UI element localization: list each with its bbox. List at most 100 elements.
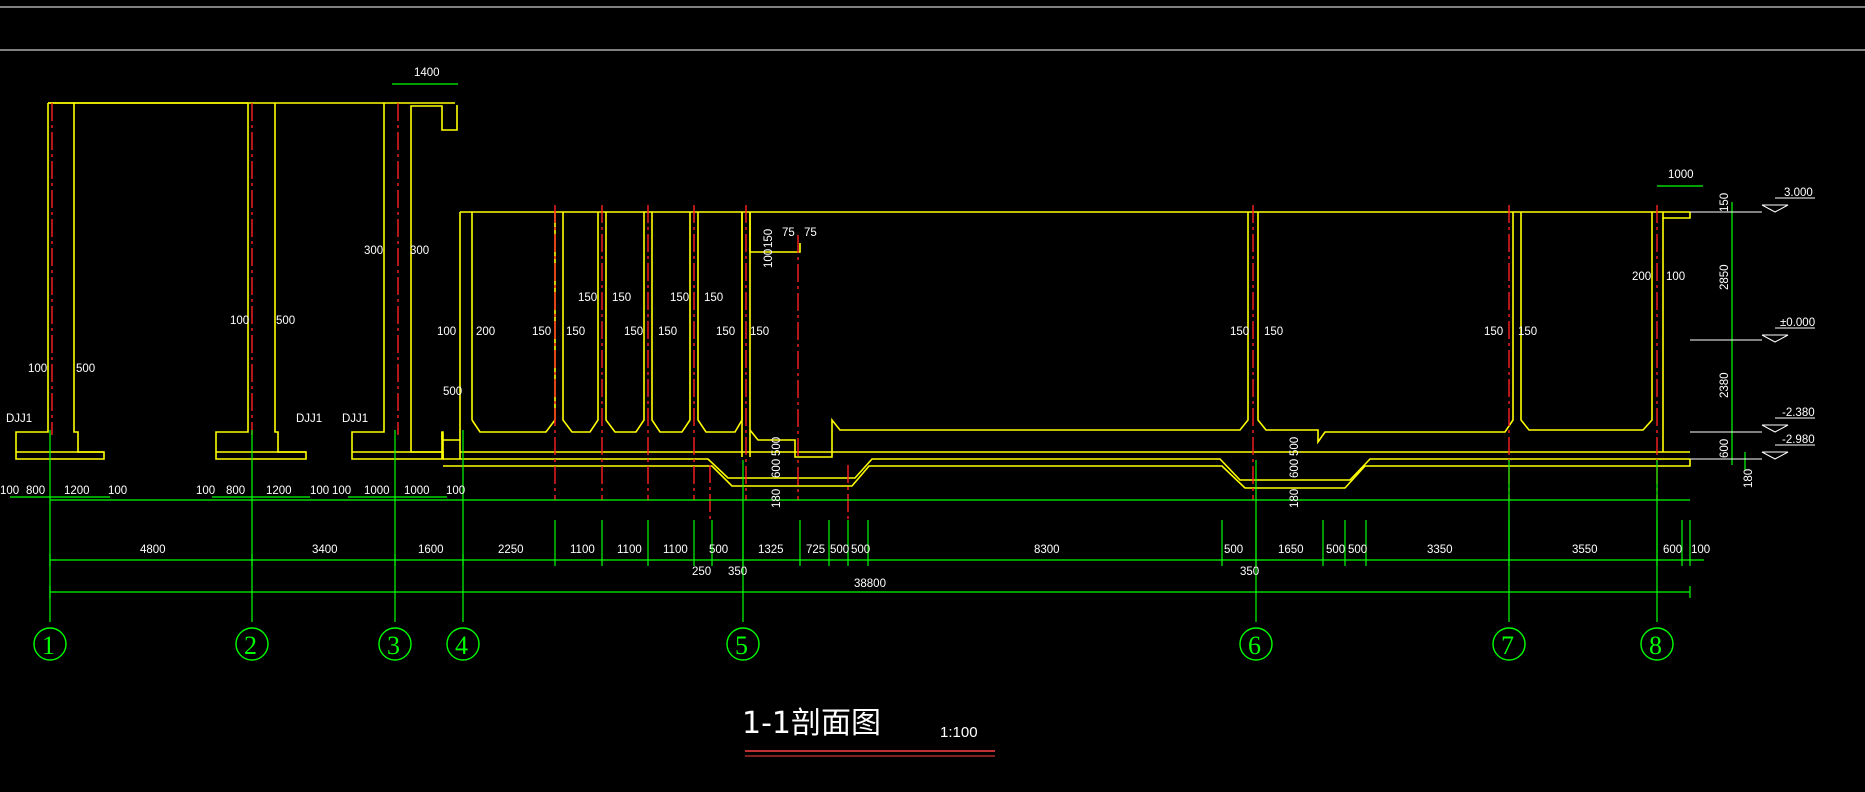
axis-label-3: 3 — [387, 631, 400, 660]
wall-dim-22: 150 — [1518, 326, 1537, 338]
dim-row-5: 1325 — [758, 544, 784, 556]
elevation-1: ±0.000 — [1780, 317, 1815, 329]
wall-dim-20: 150 — [1264, 326, 1283, 338]
footing-dim-2: 1200 — [64, 485, 90, 497]
wall-dim-2: 100 — [230, 315, 249, 327]
dim-row-2: 1100 — [617, 544, 642, 556]
wall-dim-16: 150 — [704, 292, 723, 304]
dim-row-16: 600 — [1663, 544, 1682, 556]
axis-label-2: 2 — [244, 631, 257, 660]
wall-dim-6: 500 — [443, 386, 462, 398]
dim-row-4: 500 — [709, 544, 728, 556]
wall-dim-0: 100 — [28, 363, 47, 375]
axis-label-4: 4 — [455, 631, 468, 660]
wall-dim-26: 75 — [804, 227, 817, 239]
dim-row-12: 500 — [1326, 544, 1345, 556]
footing-dim-3: 100 — [108, 485, 127, 497]
dim-overall: 38800 — [854, 578, 886, 590]
footing-dim-6: 1200 — [266, 485, 292, 497]
wall-dim-4: 300 — [364, 245, 383, 257]
axis-label-6: 6 — [1248, 631, 1261, 660]
wall-dim-28: 150 — [763, 229, 775, 248]
vdim-2: 2380 — [1719, 372, 1731, 398]
wall-dim-11: 150 — [578, 292, 597, 304]
axis-label-1: 1 — [42, 631, 55, 660]
dim-axis-1-2: 4800 — [140, 544, 166, 556]
dim-row-7: 500 — [830, 544, 849, 556]
wall-dim-24: 100 — [1666, 271, 1685, 283]
elevation-2: -2.380 — [1782, 407, 1815, 419]
dim-row-13: 500 — [1348, 544, 1367, 556]
top-dim-1000: 1000 — [1668, 169, 1694, 181]
wall-dim-19: 150 — [1230, 326, 1249, 338]
wall-dim-32: 500 — [1289, 437, 1301, 456]
footing-label-3: DJJ1 — [342, 413, 368, 425]
elevation-3: -2.980 — [1782, 434, 1815, 446]
dim-sub-2: 350 — [1240, 566, 1259, 578]
wall-dim-13: 150 — [624, 326, 643, 338]
footing-label-2: DJJ1 — [296, 413, 322, 425]
dim-row-15: 3550 — [1572, 544, 1598, 556]
wall-dim-18: 150 — [750, 326, 769, 338]
footing-dim-5: 800 — [226, 485, 245, 497]
wall-dim-3: 500 — [276, 315, 295, 327]
wall-dim-5: 300 — [410, 245, 429, 257]
wall-dim-14: 150 — [658, 326, 677, 338]
axis-label-8: 8 — [1649, 631, 1662, 660]
footing-dim-11: 100 — [446, 485, 465, 497]
vdim-3: 600 — [1719, 439, 1731, 458]
wall-dim-30: 500 — [771, 437, 783, 456]
axis-bubbles — [33, 627, 1674, 661]
top-dim-1400: 1400 — [414, 67, 440, 79]
wall-dim-8: 200 — [476, 326, 495, 338]
footing-dim-1: 800 — [26, 485, 45, 497]
footing-dim-4: 100 — [196, 485, 215, 497]
footing-label-1: DJJ1 — [6, 413, 32, 425]
dim-axis-2-3: 3400 — [312, 544, 338, 556]
dim-row-17: 100 — [1691, 544, 1710, 556]
dim-row-9: 8300 — [1034, 544, 1060, 556]
footing-dim-9: 1000 — [364, 485, 390, 497]
center-lines — [51, 103, 1658, 520]
dim-sub-1: 350 — [728, 566, 747, 578]
drawing-scale: 1:100 — [940, 724, 978, 741]
wall-dim-27: 100 — [763, 249, 775, 268]
dim-row-11: 1650 — [1278, 544, 1304, 556]
wall-dim-31: 600 — [1289, 459, 1301, 478]
dim-row-0: 2250 — [498, 544, 524, 556]
dim-row-1: 1100 — [570, 544, 595, 556]
vdim-1: 2850 — [1719, 264, 1731, 290]
wall-dim-1: 500 — [76, 363, 95, 375]
dim-axis-3-4: 1600 — [418, 544, 444, 556]
vertical-wall-dims: 100 150 600 500 600 500 180 180 — [763, 229, 1301, 508]
wall-dim-12: 150 — [612, 292, 631, 304]
wall-dim-17: 150 — [716, 326, 735, 338]
structure-outline — [15, 102, 1691, 489]
wall-dim-25: 75 — [782, 227, 795, 239]
wall-dim-7: 100 — [437, 326, 456, 338]
footing-dim-8: 100 — [332, 485, 351, 497]
drawing-title: 1-1剖面图 — [742, 706, 881, 741]
footing-dim-0: 100 — [0, 485, 19, 497]
footing-dim-7: 100 — [310, 485, 329, 497]
dim-row-8: 500 — [851, 544, 870, 556]
vdim-4: 180 — [1743, 469, 1755, 488]
wall-dim-33: 180 — [771, 489, 783, 508]
axis-label-7: 7 — [1501, 631, 1514, 660]
elevation-0: 3.000 — [1784, 187, 1813, 199]
footing-dim-10: 1000 — [404, 485, 430, 497]
wall-dim-15: 150 — [670, 292, 689, 304]
dim-row-3: 1100 — [663, 544, 688, 556]
wall-dim-21: 150 — [1484, 326, 1503, 338]
vdim-0: 150 — [1719, 193, 1731, 212]
axis-label-5: 5 — [735, 631, 748, 660]
dimension-lines — [10, 83, 1815, 622]
dim-row-14: 3350 — [1427, 544, 1453, 556]
wall-dim-9: 150 — [532, 326, 551, 338]
wall-dim-10: 150 — [566, 326, 585, 338]
wall-dim-23: 200 — [1632, 271, 1651, 283]
dim-sub-0: 250 — [692, 566, 711, 578]
dim-row-6: 725 — [806, 544, 825, 556]
wall-dim-34: 180 — [1289, 489, 1301, 508]
